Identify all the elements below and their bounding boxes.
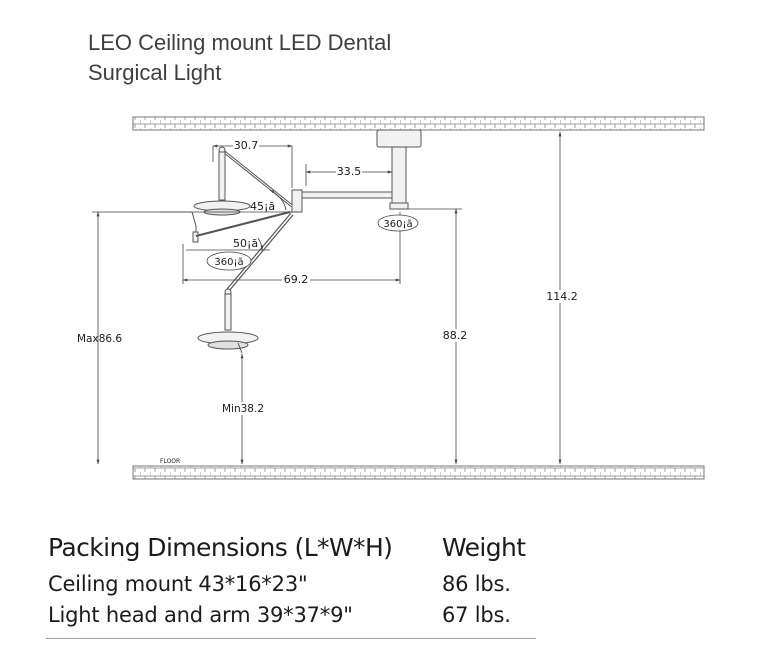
dim-min: Min38.2 bbox=[222, 403, 264, 415]
spec-row-light-head-weight: 67 lbs. bbox=[442, 603, 511, 627]
angle-50: 50¡ã bbox=[233, 237, 258, 250]
dim-33-5: 33.5 bbox=[337, 165, 362, 178]
rotation-ring-left bbox=[206, 251, 252, 271]
angle-45: 45¡ã bbox=[250, 200, 275, 213]
title-line-1: LEO Ceiling mount LED Dental bbox=[88, 30, 392, 55]
bottom-divider bbox=[46, 638, 536, 639]
packing-dimensions-header: Packing Dimensions (L*W*H) bbox=[48, 533, 393, 562]
dimension-lines bbox=[92, 131, 562, 465]
rotation-ring-right bbox=[377, 214, 419, 232]
dim-69-2: 69.2 bbox=[284, 273, 309, 286]
title-line-2: Surgical Light bbox=[88, 60, 222, 85]
floor-wall bbox=[132, 465, 705, 480]
lower-light bbox=[197, 331, 259, 354]
ceiling-mount bbox=[376, 129, 422, 210]
lower-arm bbox=[224, 212, 294, 331]
dimension-diagram: 30.7 33.5 45¡ã 360¡ã 50¡ã 360¡ã 69.2 114… bbox=[77, 116, 705, 480]
rotation-360-right: 360¡ã bbox=[383, 219, 412, 230]
dim-114-2: 114.2 bbox=[546, 290, 578, 303]
floor-label: FLOOR bbox=[160, 458, 180, 465]
ceiling-wall bbox=[132, 116, 705, 131]
dim-30-7: 30.7 bbox=[234, 139, 259, 152]
weight-header: Weight bbox=[442, 533, 526, 562]
horizontal-arm bbox=[291, 189, 393, 213]
dim-88-2: 88.2 bbox=[443, 329, 468, 342]
upper-light bbox=[191, 146, 293, 243]
rotation-360-left: 360¡ã bbox=[214, 257, 243, 268]
dim-max: Max86.6 bbox=[77, 333, 122, 345]
spec-row-light-head-label: Light head and arm 39*37*9" bbox=[48, 603, 353, 627]
page-title: LEO Ceiling mount LED Dental Surgical Li… bbox=[88, 28, 391, 88]
spec-row-ceiling-mount-label: Ceiling mount 43*16*23" bbox=[48, 572, 308, 596]
spec-row-ceiling-mount-weight: 86 lbs. bbox=[442, 572, 511, 596]
